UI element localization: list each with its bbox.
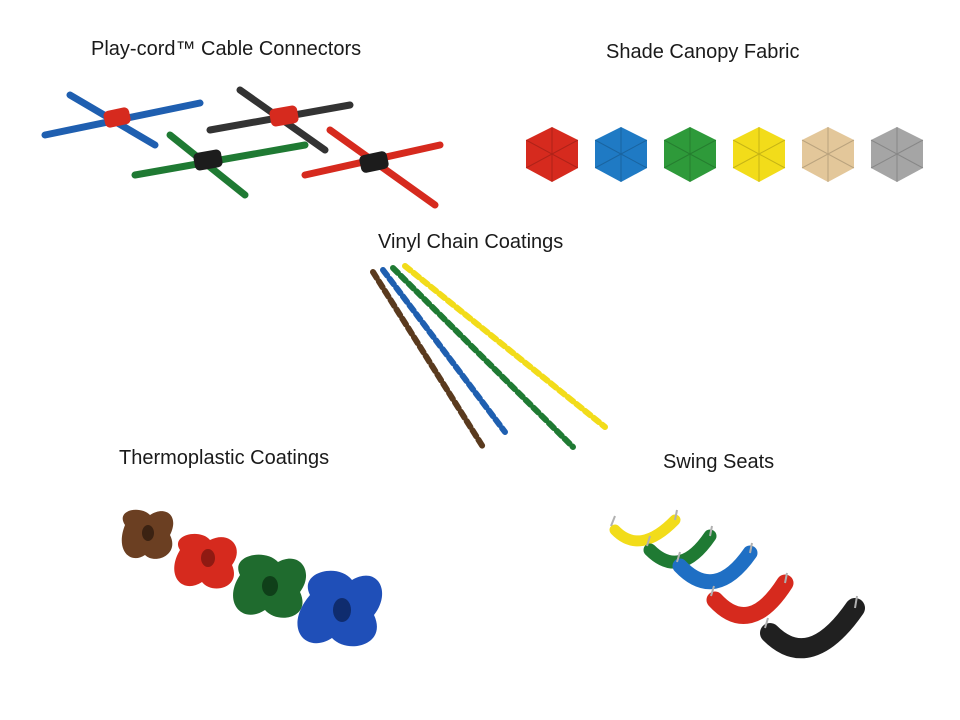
shade-canopy-swatches-illustration	[525, 126, 924, 183]
caption-thermoplastic-coatings: Thermoplastic Coatings	[119, 447, 330, 469]
swing-seats-illustration	[609, 509, 865, 659]
caption-playcord-cable-connectors: Play-cord™ Cable Connectors	[91, 38, 362, 60]
vinyl-chains-illustration	[370, 263, 608, 450]
caption-shade-canopy-fabric: Shade Canopy Fabric	[606, 41, 800, 63]
caption-swing-seats: Swing Seats	[663, 451, 775, 473]
thermoplastic-climbing-holds-illustration	[121, 509, 383, 647]
caption-vinyl-chain-coatings: Vinyl Chain Coatings	[378, 231, 564, 253]
cable-connectors-illustration	[41, 86, 444, 209]
